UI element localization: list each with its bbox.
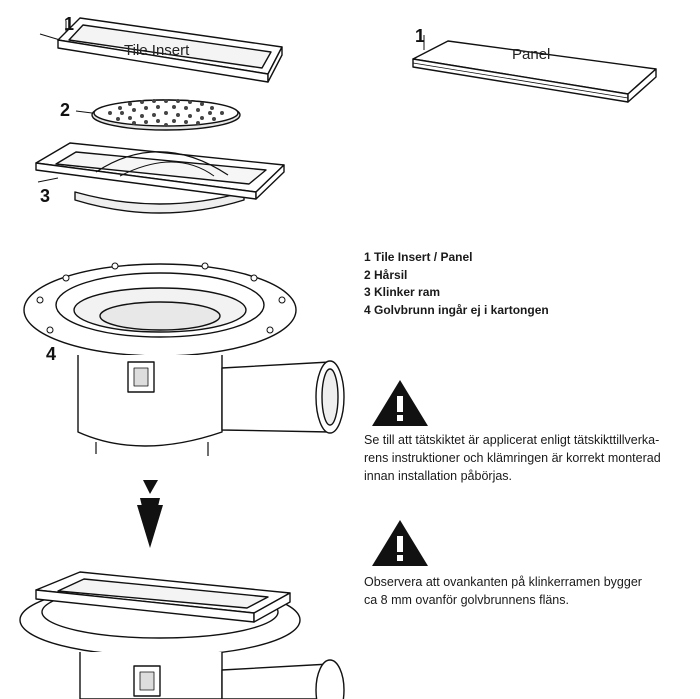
tile-insert-illustration — [39, 17, 283, 83]
assembled-drain-illustration — [19, 571, 345, 699]
strainer-illustration — [75, 99, 241, 131]
legend-item: 4 Golvbrunn ingår ej i kartongen — [364, 302, 549, 317]
parts-legend: 1 Tile Insert / Panel 2 Hårsil 3 Klinker… — [364, 249, 549, 319]
warning-line: ca 8 mm ovanför golvbrunnens fläns. — [364, 593, 569, 607]
panel-label: Panel — [512, 46, 551, 63]
warning-line: Observera att ovankanten på klinkerramen… — [364, 575, 642, 589]
tile-frame-illustration — [35, 142, 285, 214]
callout-drain: 4 — [46, 344, 57, 364]
warning-triangle-icon — [372, 380, 428, 426]
callout-frame: 3 — [40, 186, 51, 206]
warning-line: rens instruktioner och klämringen är kor… — [364, 451, 661, 465]
warning-text-1: Se till att tätskiktet är applicerat enl… — [364, 431, 694, 485]
panel-illustration — [412, 35, 657, 103]
warning-triangle-icon — [372, 520, 428, 566]
callout-panel: 1 — [415, 26, 426, 46]
legend-item: 2 Hårsil — [364, 267, 408, 282]
down-arrow — [137, 480, 163, 548]
warning-line: innan installation påbörjas. — [364, 469, 513, 483]
legend-item: 3 Klinker ram — [364, 285, 441, 299]
floor-drain-illustration — [23, 262, 345, 456]
legend-item: 1 Tile Insert / Panel — [364, 250, 473, 264]
callout-strainer: 2 — [60, 100, 71, 120]
warning-text-2: Observera att ovankanten på klinkerramen… — [364, 573, 694, 609]
callout-tile-insert: 1 — [64, 14, 75, 34]
warning-line: Se till att tätskiktet är applicerat enl… — [364, 433, 660, 447]
tile-insert-label: Tile Insert — [124, 42, 190, 59]
